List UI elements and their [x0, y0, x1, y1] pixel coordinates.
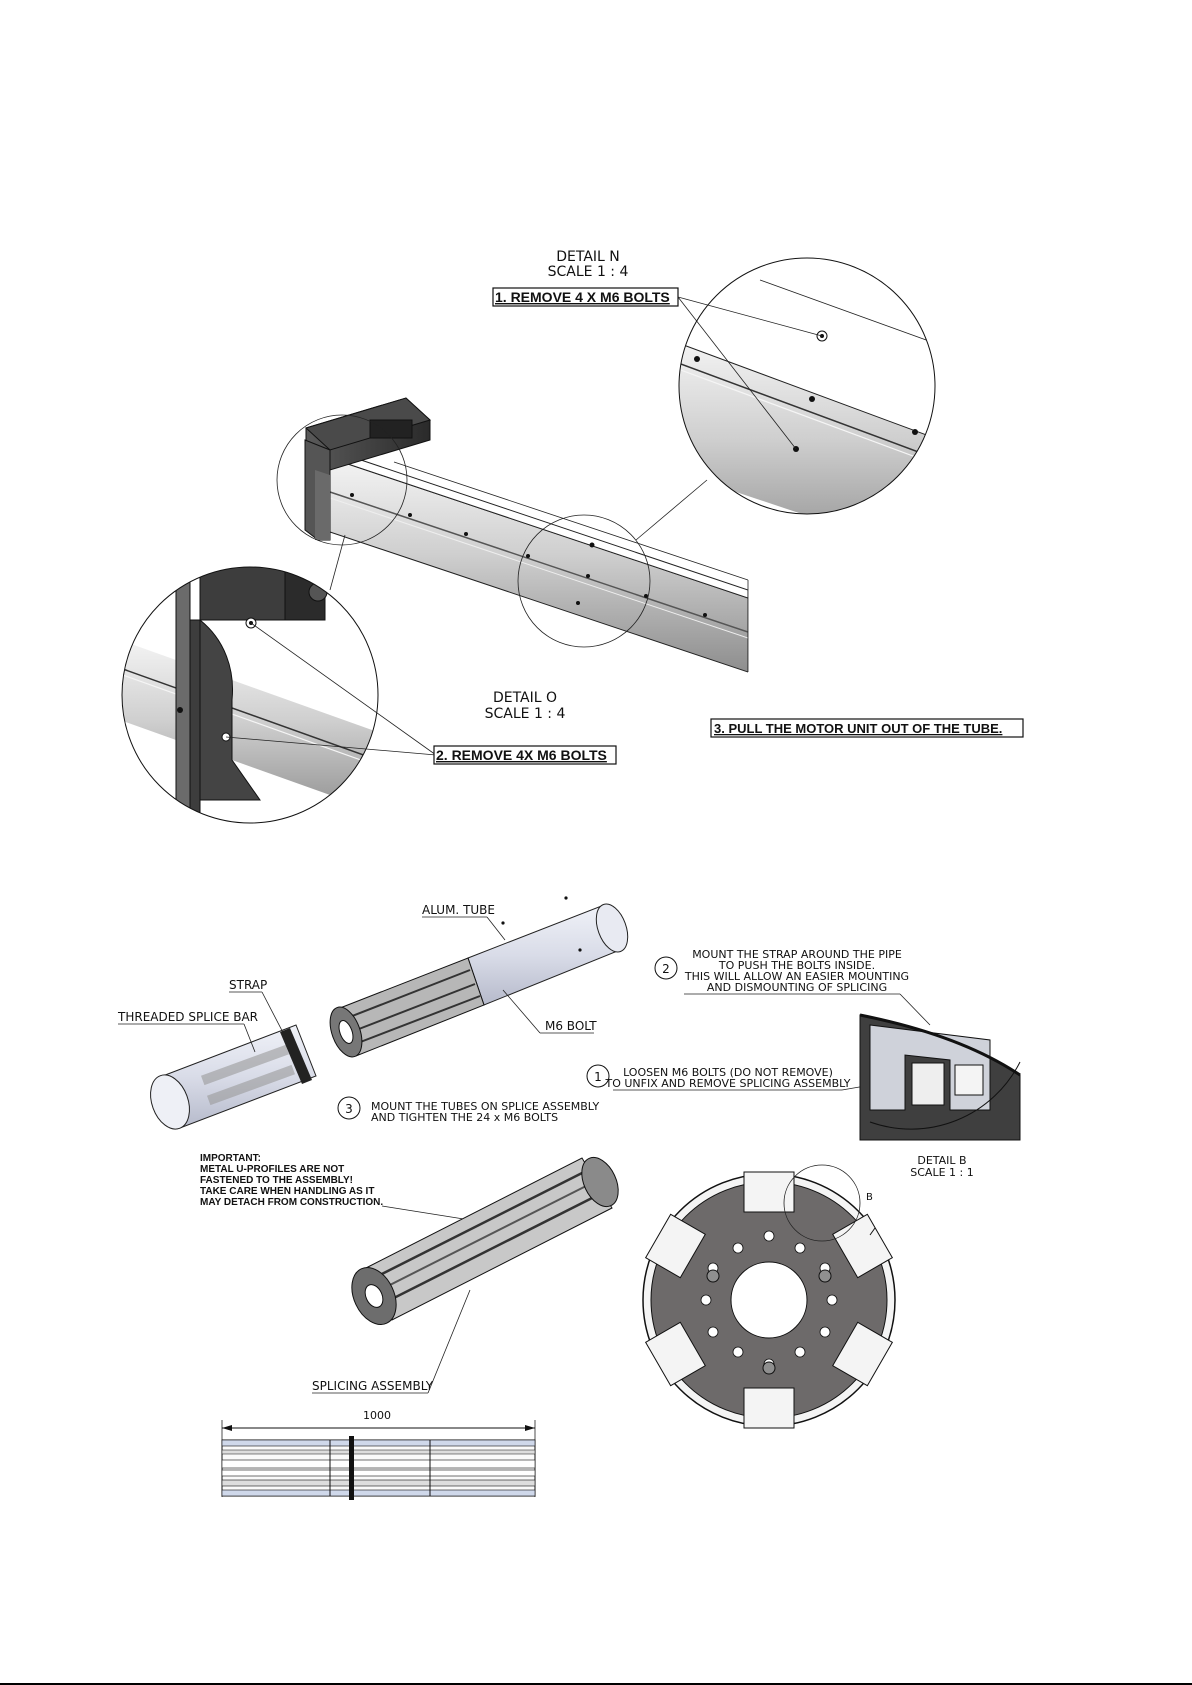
main-tube — [329, 457, 748, 673]
step2-line-1: MOUNT THE STRAP AROUND THE PIPE — [692, 948, 902, 961]
detail-b-marker: B — [866, 1192, 873, 1203]
detail-n-title: DETAIL N — [556, 249, 620, 265]
strap-label: STRAP — [229, 978, 267, 992]
end-plate-bolts — [706, 1269, 832, 1375]
step2-leader-a — [250, 622, 437, 756]
step2-number-circle — [654, 956, 678, 980]
upper-section: DETAIL N SCALE 1 : 4 1. REMOVE 4 X M6 BO… — [121, 249, 1024, 824]
important-line-2: METAL U-PROFILES ARE NOT — [200, 1164, 344, 1175]
step3-number-circle — [337, 1096, 361, 1120]
tube-top-edge — [393, 461, 749, 581]
step2-line-3: THIS WILL ALLOW AN EASIER MOUNTING — [684, 970, 909, 983]
detail-b-title: DETAIL B — [917, 1154, 966, 1167]
step2-leader-b — [225, 736, 437, 756]
step1-line-2: TO UNFIX AND REMOVE SPLICING ASSEMBLY — [604, 1077, 850, 1090]
step1-number: 1 — [594, 1070, 602, 1084]
step1-leader-b — [677, 296, 797, 450]
splice-assembly-exploded — [329, 957, 485, 1058]
end-plate-drawing — [642, 1171, 896, 1429]
motor-unit — [304, 397, 431, 541]
detail-n-connector — [635, 479, 708, 541]
lower-section: ALUM. TUBE STRAP THREADED SPLICE BAR M6 … — [117, 896, 1021, 1500]
step3-callout: 3. PULL THE MOTOR UNIT OUT OF THE TUBE. — [714, 721, 1002, 736]
important-line-4: TAKE CARE WHEN HANDLING AS IT — [200, 1186, 374, 1197]
main-tube-bolts — [350, 493, 707, 617]
threaded-splice-bar-label: THREADED SPLICE BAR — [117, 1010, 258, 1024]
left-tube-drawing — [150, 1024, 317, 1130]
page-bottom-rule — [0, 1683, 1192, 1685]
detail-n-marker-circle — [517, 514, 651, 648]
detail-o-scale: SCALE 1 : 4 — [485, 706, 566, 722]
m6-bolt-label: M6 BOLT — [545, 1019, 597, 1033]
detail-n-scale: SCALE 1 : 4 — [548, 264, 629, 280]
step2-line-2: TO PUSH THE BOLTS INSIDE. — [718, 959, 875, 972]
step3-callout-box — [710, 718, 1024, 738]
detail-b-marker-circle — [783, 1164, 861, 1242]
step1-leader-a — [677, 296, 823, 337]
step3-line-2: AND TIGHTEN THE 24 x M6 BOLTS — [371, 1111, 558, 1124]
detail-o-title: DETAIL O — [493, 690, 557, 706]
splicing-assembly-drawing — [351, 1156, 619, 1325]
step2-callout-box — [433, 745, 617, 765]
step1-callout: 1. REMOVE 4 X M6 BOLTS — [495, 289, 670, 305]
step1-number-circle — [586, 1064, 610, 1088]
important-line-1: IMPORTANT: — [200, 1153, 261, 1164]
step2-line-4: AND DISMOUNTING OF SPLICING — [707, 981, 887, 994]
end-plate-slots — [644, 1171, 894, 1429]
splicing-assembly-label: SPLICING ASSEMBLY — [312, 1379, 434, 1393]
detail-o-connector — [329, 534, 346, 591]
connector-panel — [369, 419, 413, 439]
step2-number: 2 — [662, 962, 670, 976]
important-line-3: FASTENED TO THE ASSEMBLY! — [200, 1175, 353, 1186]
detail-o-view — [121, 566, 379, 824]
step3-line-1: MOUNT THE TUBES ON SPLICE ASSEMBLY — [371, 1100, 599, 1113]
side-view-drawing — [221, 1420, 536, 1500]
important-line-5: MAY DETACH FROM CONSTRUCTION. — [200, 1197, 383, 1208]
detail-n-view — [678, 257, 936, 515]
dimension-value: 1000 — [363, 1409, 391, 1422]
step1-line-1: LOOSEN M6 BOLTS (DO NOT REMOVE) — [623, 1066, 833, 1079]
step3-number: 3 — [345, 1102, 353, 1116]
detail-b-view — [859, 1013, 1021, 1141]
alum-tube-label: ALUM. TUBE — [422, 903, 495, 917]
step2-callout: 2. REMOVE 4X M6 BOLTS — [436, 747, 607, 763]
detail-b-scale: SCALE 1 : 1 — [910, 1166, 973, 1179]
